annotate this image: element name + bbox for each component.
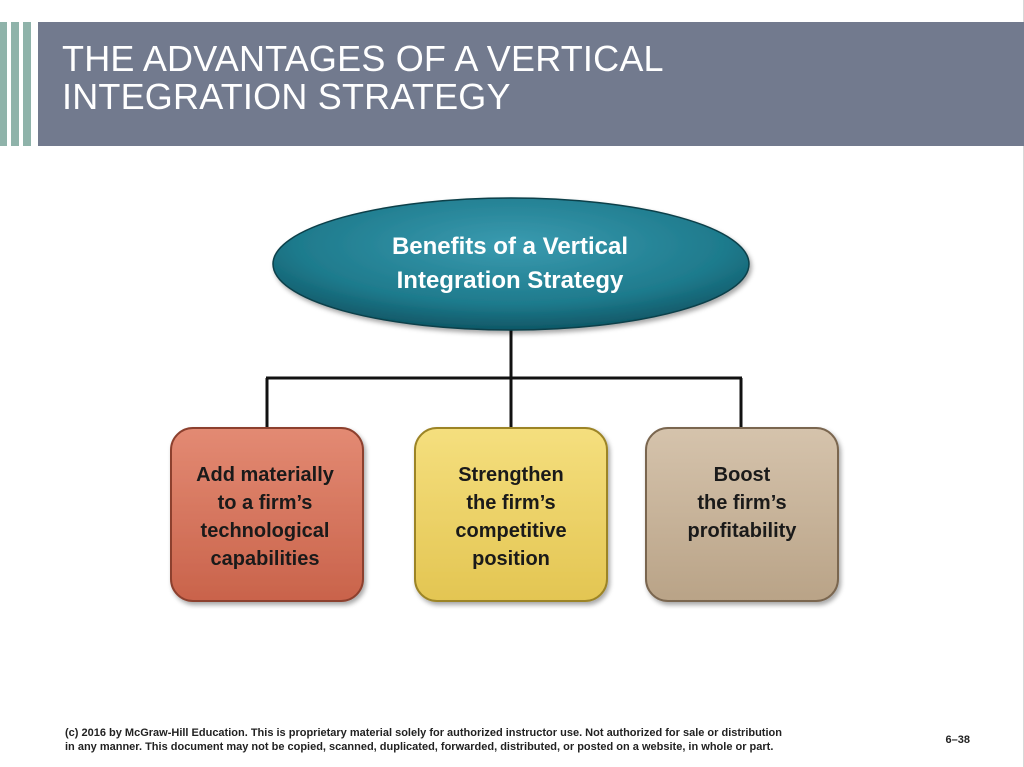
child-node-label-competitive: Strengthen the firm’s competitive positi… [421,461,601,573]
child-node-label-line: Add materially [196,464,334,486]
slide-title: THE ADVANTAGES OF A VERTICAL INTEGRATION… [62,40,962,116]
copyright-line: (c) 2016 by McGraw-Hill Education. This … [65,727,782,739]
accent-stripe [0,22,7,146]
child-node-box [645,427,839,602]
child-node-label-line: technological [200,520,330,542]
child-node-label-line: the firm’s [697,492,787,514]
child-node-box [414,427,608,602]
child-node-label-line: competitive [455,520,567,542]
accent-stripe [23,22,31,146]
root-node-label-line: Benefits of a Vertical [391,233,629,260]
child-node-box [170,427,364,602]
child-node-label-technological: Add materially to a firm’s technological… [175,461,355,573]
slide-title-line: INTEGRATION STRATEGY [62,76,511,117]
child-node-label-line: position [472,548,550,570]
copyright-line: in any manner. This document may not be … [65,741,774,753]
root-node-label-line: Integration Strategy [396,267,624,294]
connector-lines [265,330,743,428]
page-number: 6–38 [945,734,970,746]
child-node-label-line: Boost [713,464,771,486]
child-node-label-profitability: Boost the firm’s profitability [652,461,832,545]
root-node-ellipse [272,197,750,331]
child-node-label-line: capabilities [210,548,320,570]
title-band [38,22,1024,146]
copyright-notice: (c) 2016 by McGraw-Hill Education. This … [65,726,865,754]
accent-stripe [11,22,19,146]
root-node-label: Benefits of a Vertical Integration Strat… [330,230,690,298]
child-node-label-line: the firm’s [466,492,556,514]
slide-title-line: THE ADVANTAGES OF A VERTICAL [62,38,664,79]
child-node-label-line: profitability [687,520,797,542]
child-node-label-line: to a firm’s [217,492,313,514]
child-node-label-line: Strengthen [458,464,564,486]
